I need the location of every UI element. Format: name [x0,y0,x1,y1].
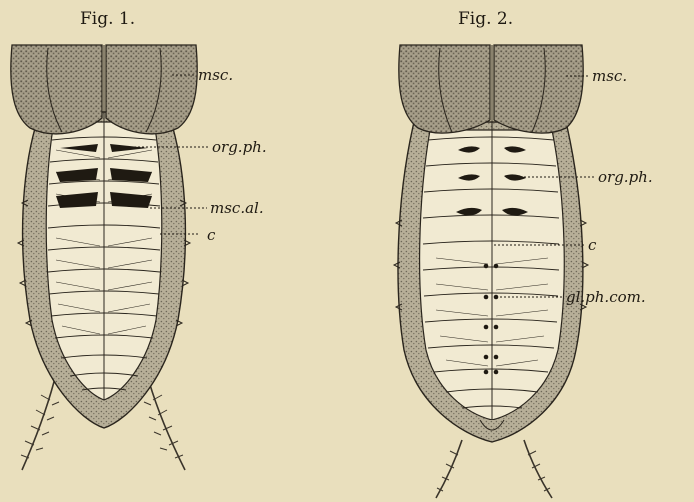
fig2-tail-bristles [436,440,552,498]
fig2-label-org-ph: org.ph. [598,168,653,186]
fig2-label-c: c [588,236,597,254]
figure-1-title: Fig. 1. [80,9,135,29]
fig2-label-msc: msc. [592,67,627,85]
fig1-label-msc-al: msc.al. [210,199,264,217]
fig2-label-gl-ph-com: gl.ph.com. [566,288,646,306]
fig1-label-org-ph: org.ph. [212,138,267,156]
fig2-head-muscles [399,45,583,133]
figure-2-title: Fig. 2. [458,9,513,29]
fig1-label-c: c [207,226,216,244]
figure-1: Fig. 1. [11,9,267,470]
fig1-label-msc: msc. [198,66,233,84]
figure-2: Fig. 2. [394,9,653,498]
